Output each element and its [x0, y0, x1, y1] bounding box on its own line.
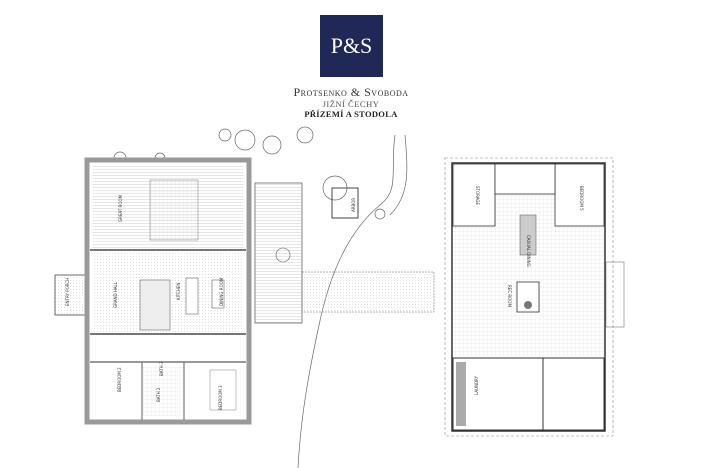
barn-room-labels: STORAGE BEDROOM 5 CASUAL DINING REC ROOM…: [474, 186, 584, 395]
room-label: BEDROOM 3: [218, 385, 223, 410]
arbor: ARBOR: [331, 187, 359, 219]
path-line: [389, 134, 408, 216]
path-line: [297, 134, 396, 468]
entry-porch: [54, 274, 88, 316]
room-label: CASUAL DINING: [526, 235, 531, 267]
barn: [444, 157, 625, 437]
room-label: GRAND HALL: [113, 281, 118, 308]
room-label: LAUNDRY: [474, 375, 479, 395]
room-label: GREAT ROOM: [118, 194, 123, 222]
walkway: [301, 271, 435, 313]
patio-table: [275, 247, 291, 263]
room-label: KITCHEN: [176, 283, 181, 300]
room-label: ENTRY PORCH: [65, 278, 70, 306]
room-label: BATH 2: [156, 387, 161, 402]
logo: P&S: [320, 15, 383, 77]
room-label: REC ROOM: [507, 285, 512, 307]
room-label: BEDROOM 5: [579, 186, 584, 211]
plan-title: PŘÍZEMÍ A STODOLA: [304, 109, 398, 119]
region-label: JIŽNÍ ČECHY: [322, 99, 380, 109]
room-label: DINING ROOM: [219, 277, 224, 306]
room-label: BATH 3: [159, 361, 164, 376]
terrace: [254, 182, 303, 324]
room-label: BEDROOM 2: [117, 367, 122, 392]
company-name: Protsenko & Svoboda: [293, 85, 409, 99]
svg-text:ARBOR: ARBOR: [351, 198, 356, 212]
main-room-labels: GREAT ROOM GRAND HALL KITCHEN DINING ROO…: [65, 194, 224, 410]
main-house: [54, 157, 252, 425]
room-label: STORAGE: [475, 186, 480, 206]
